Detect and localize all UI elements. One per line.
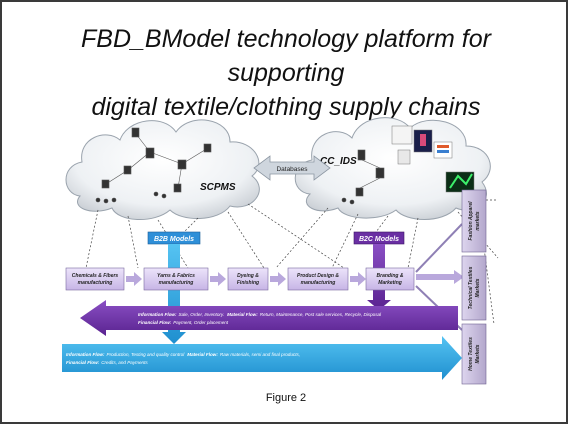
stage-label-3b: Finishing <box>237 280 259 286</box>
stage-label-2b: manufacturing <box>159 280 194 286</box>
forward-flow-line-1: Information Flow:Production, Testing and… <box>66 352 300 357</box>
market-label-2a: Technical Textiles <box>468 266 474 309</box>
stage-arrow <box>126 272 142 286</box>
market-label-3a: Home Textiles <box>468 337 474 371</box>
stage-label-1a: Chemicals & Fibers <box>72 273 119 279</box>
reverse-flow-line-2: Financial Flow:Payment, Order placement <box>138 320 229 325</box>
market-label-1b: markets <box>475 211 481 230</box>
stage-arrow <box>350 272 366 286</box>
stage-label-5b: Marketing <box>378 280 402 286</box>
supply-chain-diagram: SCPMS CC_IDS <box>62 117 499 385</box>
market-box <box>461 255 487 321</box>
slide-title: FBD_BModel technology platform for suppo… <box>22 22 550 124</box>
stage-arrow <box>270 272 286 286</box>
forward-flow-line-2: Financial Flow:Credits, and Payments <box>66 360 148 365</box>
market-label-3b: Markets <box>475 344 481 363</box>
market-box <box>461 323 487 385</box>
stage-label-4b: manufacturing <box>301 280 336 286</box>
databases-link: Databases <box>253 155 331 181</box>
cloud-ccids-label: CC_IDS <box>320 156 357 167</box>
stage-box <box>365 267 415 291</box>
stage-row: Chemicals & Fibers manufacturing Yarns &… <box>65 223 464 331</box>
market-label-2b: Markets <box>475 278 481 297</box>
title-line-1: FBD_BModel technology platform for suppo… <box>81 25 491 87</box>
figure-caption: Figure 2 <box>265 392 307 404</box>
stage-box <box>287 267 349 291</box>
title-line-2: digital textile/clothing supply chains <box>91 93 481 121</box>
stage-box <box>65 267 125 291</box>
reverse-flow-arrow <box>80 300 458 336</box>
stage-label-5a: Branding & <box>377 273 404 279</box>
reverse-flow-line-1: Information Flow:Sale, Order, Inventory.… <box>138 312 382 317</box>
b2c-models-label: B2C Models <box>359 236 399 243</box>
forward-flow-arrow <box>62 336 462 380</box>
market-box <box>461 189 487 253</box>
cloud-scpms: SCPMS <box>65 119 260 221</box>
stage-label-2a: Yarns & Fabrics <box>157 273 195 279</box>
cloud-ccids: CC_IDS <box>294 117 491 220</box>
stage-label-3a: Dyeing & <box>237 273 259 279</box>
stage-box <box>227 267 269 291</box>
market-label-1a: Fashion Apparel <box>468 201 474 241</box>
stage-box <box>143 267 209 291</box>
stage-label-4a: Product Design & <box>297 273 339 279</box>
stage-arrow <box>210 272 226 286</box>
cloud-scpms-label: SCPMS <box>200 182 236 193</box>
databases-label: Databases <box>276 166 308 173</box>
market-column: Fashion Apparel markets Technical Textil… <box>461 189 487 385</box>
b2b-models-label: B2B Models <box>154 236 194 243</box>
to-market-arrow-upper <box>415 223 463 273</box>
to-market-arrow <box>416 270 464 284</box>
stage-label-1b: manufacturing <box>78 280 113 286</box>
